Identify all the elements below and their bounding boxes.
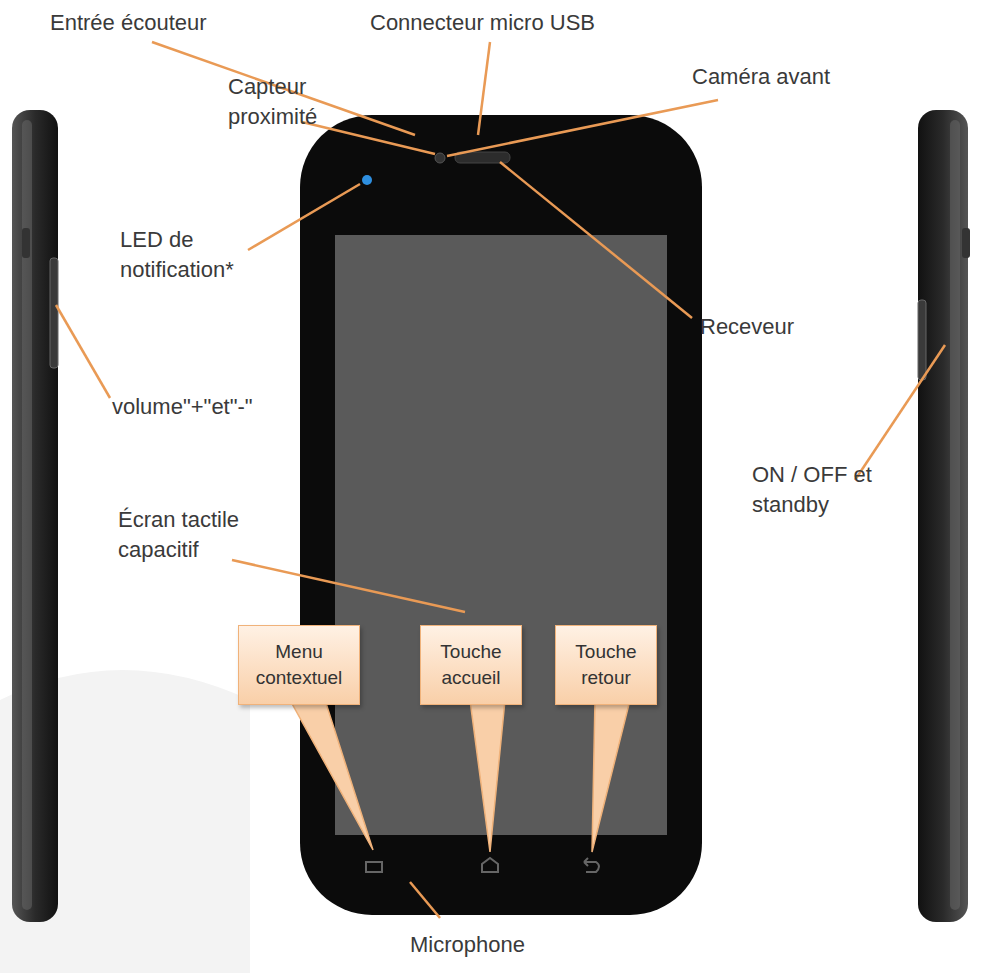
part-label: volume"+"et"-" [112,392,342,422]
part-label: Connecteur micro USB [370,8,730,38]
volume-button [50,258,58,368]
callout-text: Touche retour [562,639,650,690]
callout-tail [290,700,373,850]
callout-text: Touche accueil [427,639,515,690]
part-label: Receveur [700,312,850,342]
callout-bubble: Touche retour [555,625,657,705]
back-key [584,858,599,872]
notification-led [362,175,372,185]
part-label: LED de notification* [120,225,260,284]
proximity-sensor [435,153,445,163]
callout-tail [470,700,505,852]
power-button [918,300,926,380]
home-key [482,858,498,872]
callout-tail [592,700,630,852]
phone-side-right [918,110,968,922]
part-label: Écran tactile capacitif [118,505,248,564]
phone-side-left [12,110,58,922]
part-label: Entrée écouteur [50,8,350,38]
part-label: Microphone [410,930,610,960]
side-button [962,228,970,258]
phone-front [300,115,702,915]
part-label: Capteur proximité [228,72,368,131]
side-button [22,228,30,258]
leader-lines [56,42,945,918]
part-label: ON / OFF et standby [752,460,882,519]
callout-bubble: Menu contextuel [238,625,360,705]
menu-key [366,862,382,872]
callout-bubble: Touche accueil [420,625,522,705]
part-label: Caméra avant [692,62,892,92]
callout-text: Menu contextuel [245,639,353,690]
